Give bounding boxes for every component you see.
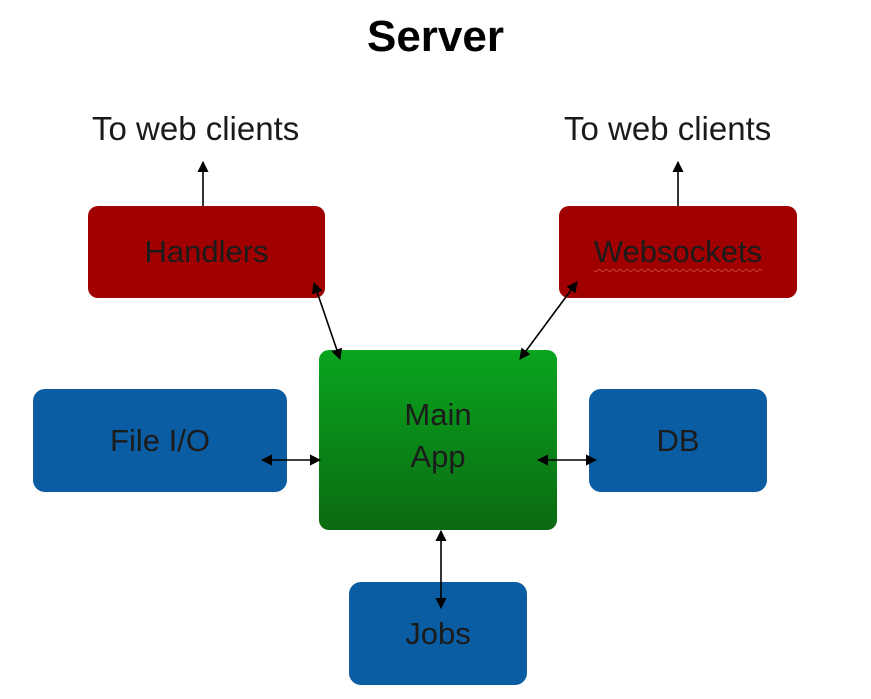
websockets-main-connector <box>519 281 578 360</box>
db-node: DB <box>589 389 767 492</box>
file-io-node: File I/O <box>33 389 287 492</box>
websockets-node: Websockets <box>559 206 797 298</box>
diagram-title: Server <box>366 12 504 61</box>
right-clients-label: To web clients <box>564 110 772 147</box>
left-clients-label: To web clients <box>92 110 300 147</box>
handlers-main-connector <box>311 281 343 361</box>
handlers-label: Handlers <box>144 234 269 270</box>
main-app-node: Main App <box>319 350 557 530</box>
file-io-label: File I/O <box>110 422 210 458</box>
websockets-label: Websockets <box>593 234 763 270</box>
main-app-label-line2: App <box>410 438 466 474</box>
jobs-label: Jobs <box>405 615 471 651</box>
db-label: DB <box>656 422 700 458</box>
handlers-node: Handlers <box>88 206 325 298</box>
main-app-label-line1: Main <box>404 397 472 432</box>
